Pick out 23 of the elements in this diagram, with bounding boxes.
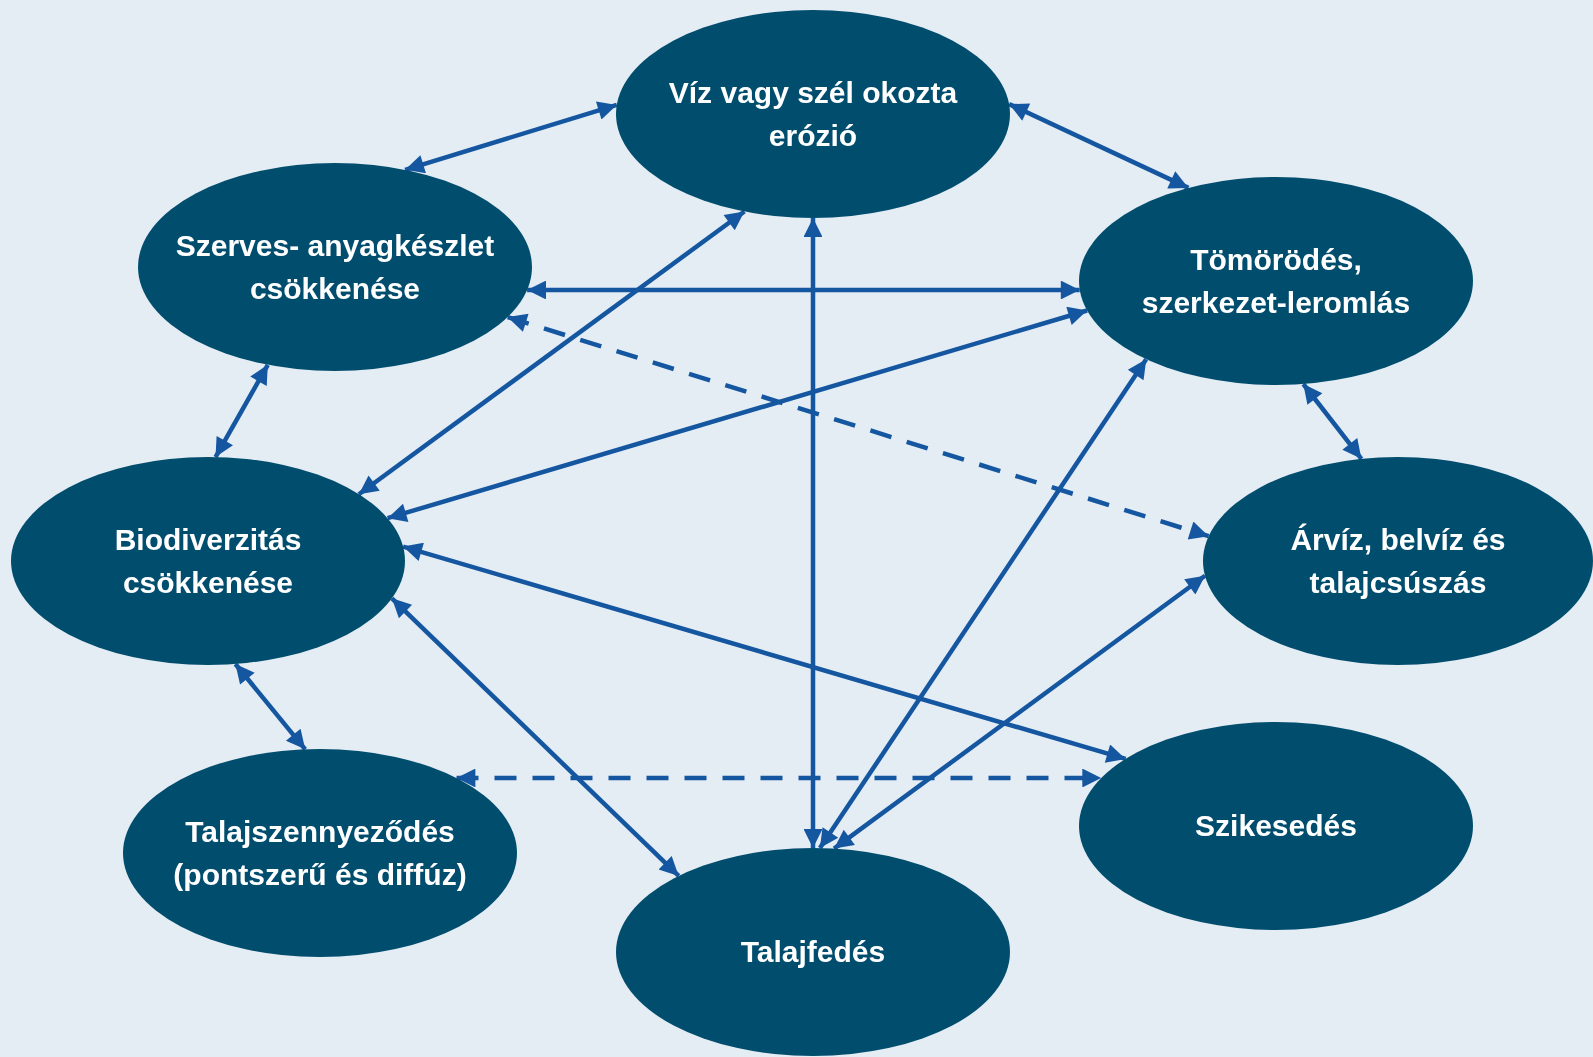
arrow: [357, 209, 746, 496]
arrow: [402, 542, 1127, 763]
node-label: Víz vagy szél okozta erózió: [667, 74, 959, 154]
arrow: [386, 306, 1088, 522]
arrow: [213, 363, 270, 459]
node-label: Szerves- anyagkészlet csökkenése: [174, 227, 496, 307]
arrow: [527, 280, 1080, 300]
dashed-arrow: [507, 313, 1210, 540]
arrow: [1301, 382, 1364, 461]
arrow: [390, 596, 681, 878]
node-label: Szikesedés: [1194, 808, 1358, 845]
arrow: [404, 101, 618, 174]
arrow: [1008, 102, 1190, 190]
node-label: Talajfedés: [739, 934, 887, 971]
node-label: Talajszennyeződés (pontszerű és diffúz): [172, 813, 468, 893]
arrow: [832, 573, 1207, 851]
node-label: Árvíz, belvíz és talajcsúszás: [1289, 521, 1507, 601]
node-label: Biodiverzitás csökkenése: [113, 521, 303, 601]
dashed-arrow: [456, 768, 1102, 788]
arrow: [818, 357, 1149, 850]
arrow: [233, 662, 307, 751]
node-label: Tömörödés, szerkezet-leromlás: [1140, 241, 1412, 321]
arrow: [803, 218, 823, 848]
